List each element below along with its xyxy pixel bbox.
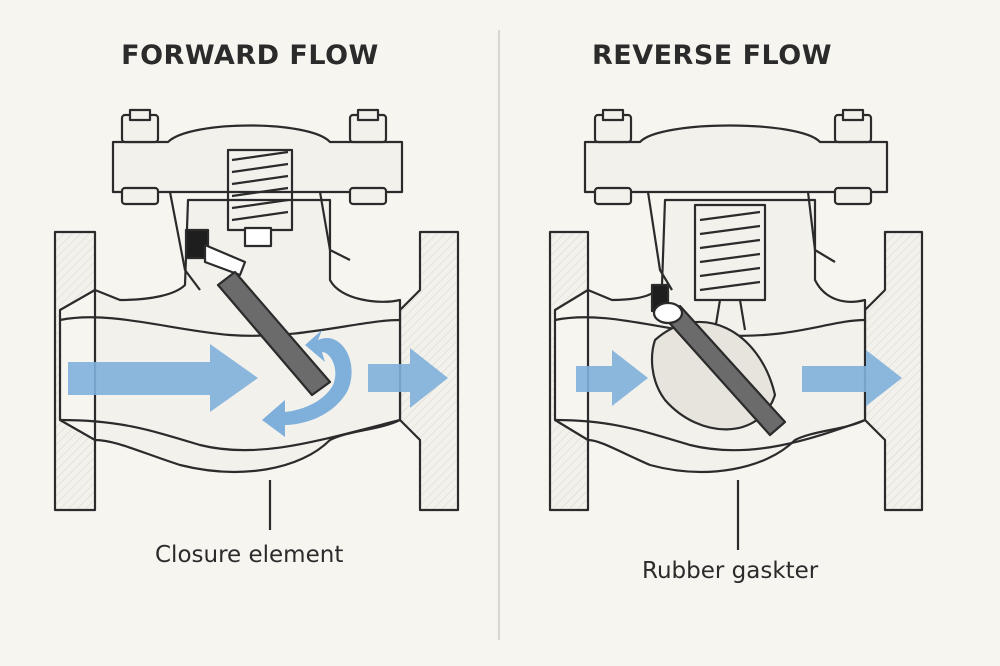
outlet-flange: [863, 230, 924, 512]
closure-disc: [216, 270, 332, 397]
hinge-block: [184, 228, 210, 260]
closure-element-label: Closure element: [155, 542, 344, 568]
rotation-arrow: [262, 330, 352, 437]
hinge-pin: [652, 301, 684, 325]
reverse-flow-title: REVERSE FLOW: [591, 40, 833, 71]
inlet-flow-arrow: [68, 344, 258, 412]
rubber-gasket-label: Rubber gaskter: [642, 558, 819, 584]
swing-arm: [203, 243, 247, 277]
bonnet-bolts: [120, 108, 388, 206]
flow-channel: [59, 316, 401, 337]
spring: [226, 148, 294, 248]
spring: [693, 203, 767, 331]
forward-valve: [53, 108, 460, 530]
reverse-flow-arrows: [576, 350, 902, 406]
forward-flow-title: FORWARD FLOW: [121, 40, 379, 71]
outlet-flow-arrow: [368, 348, 448, 408]
reverse-valve: [548, 108, 924, 550]
bonnet-bolts: [593, 108, 873, 206]
forward-flow-arrows: [68, 330, 448, 437]
inlet-flow-arrow: [576, 350, 648, 406]
outlet-flow-arrow: [802, 350, 902, 406]
